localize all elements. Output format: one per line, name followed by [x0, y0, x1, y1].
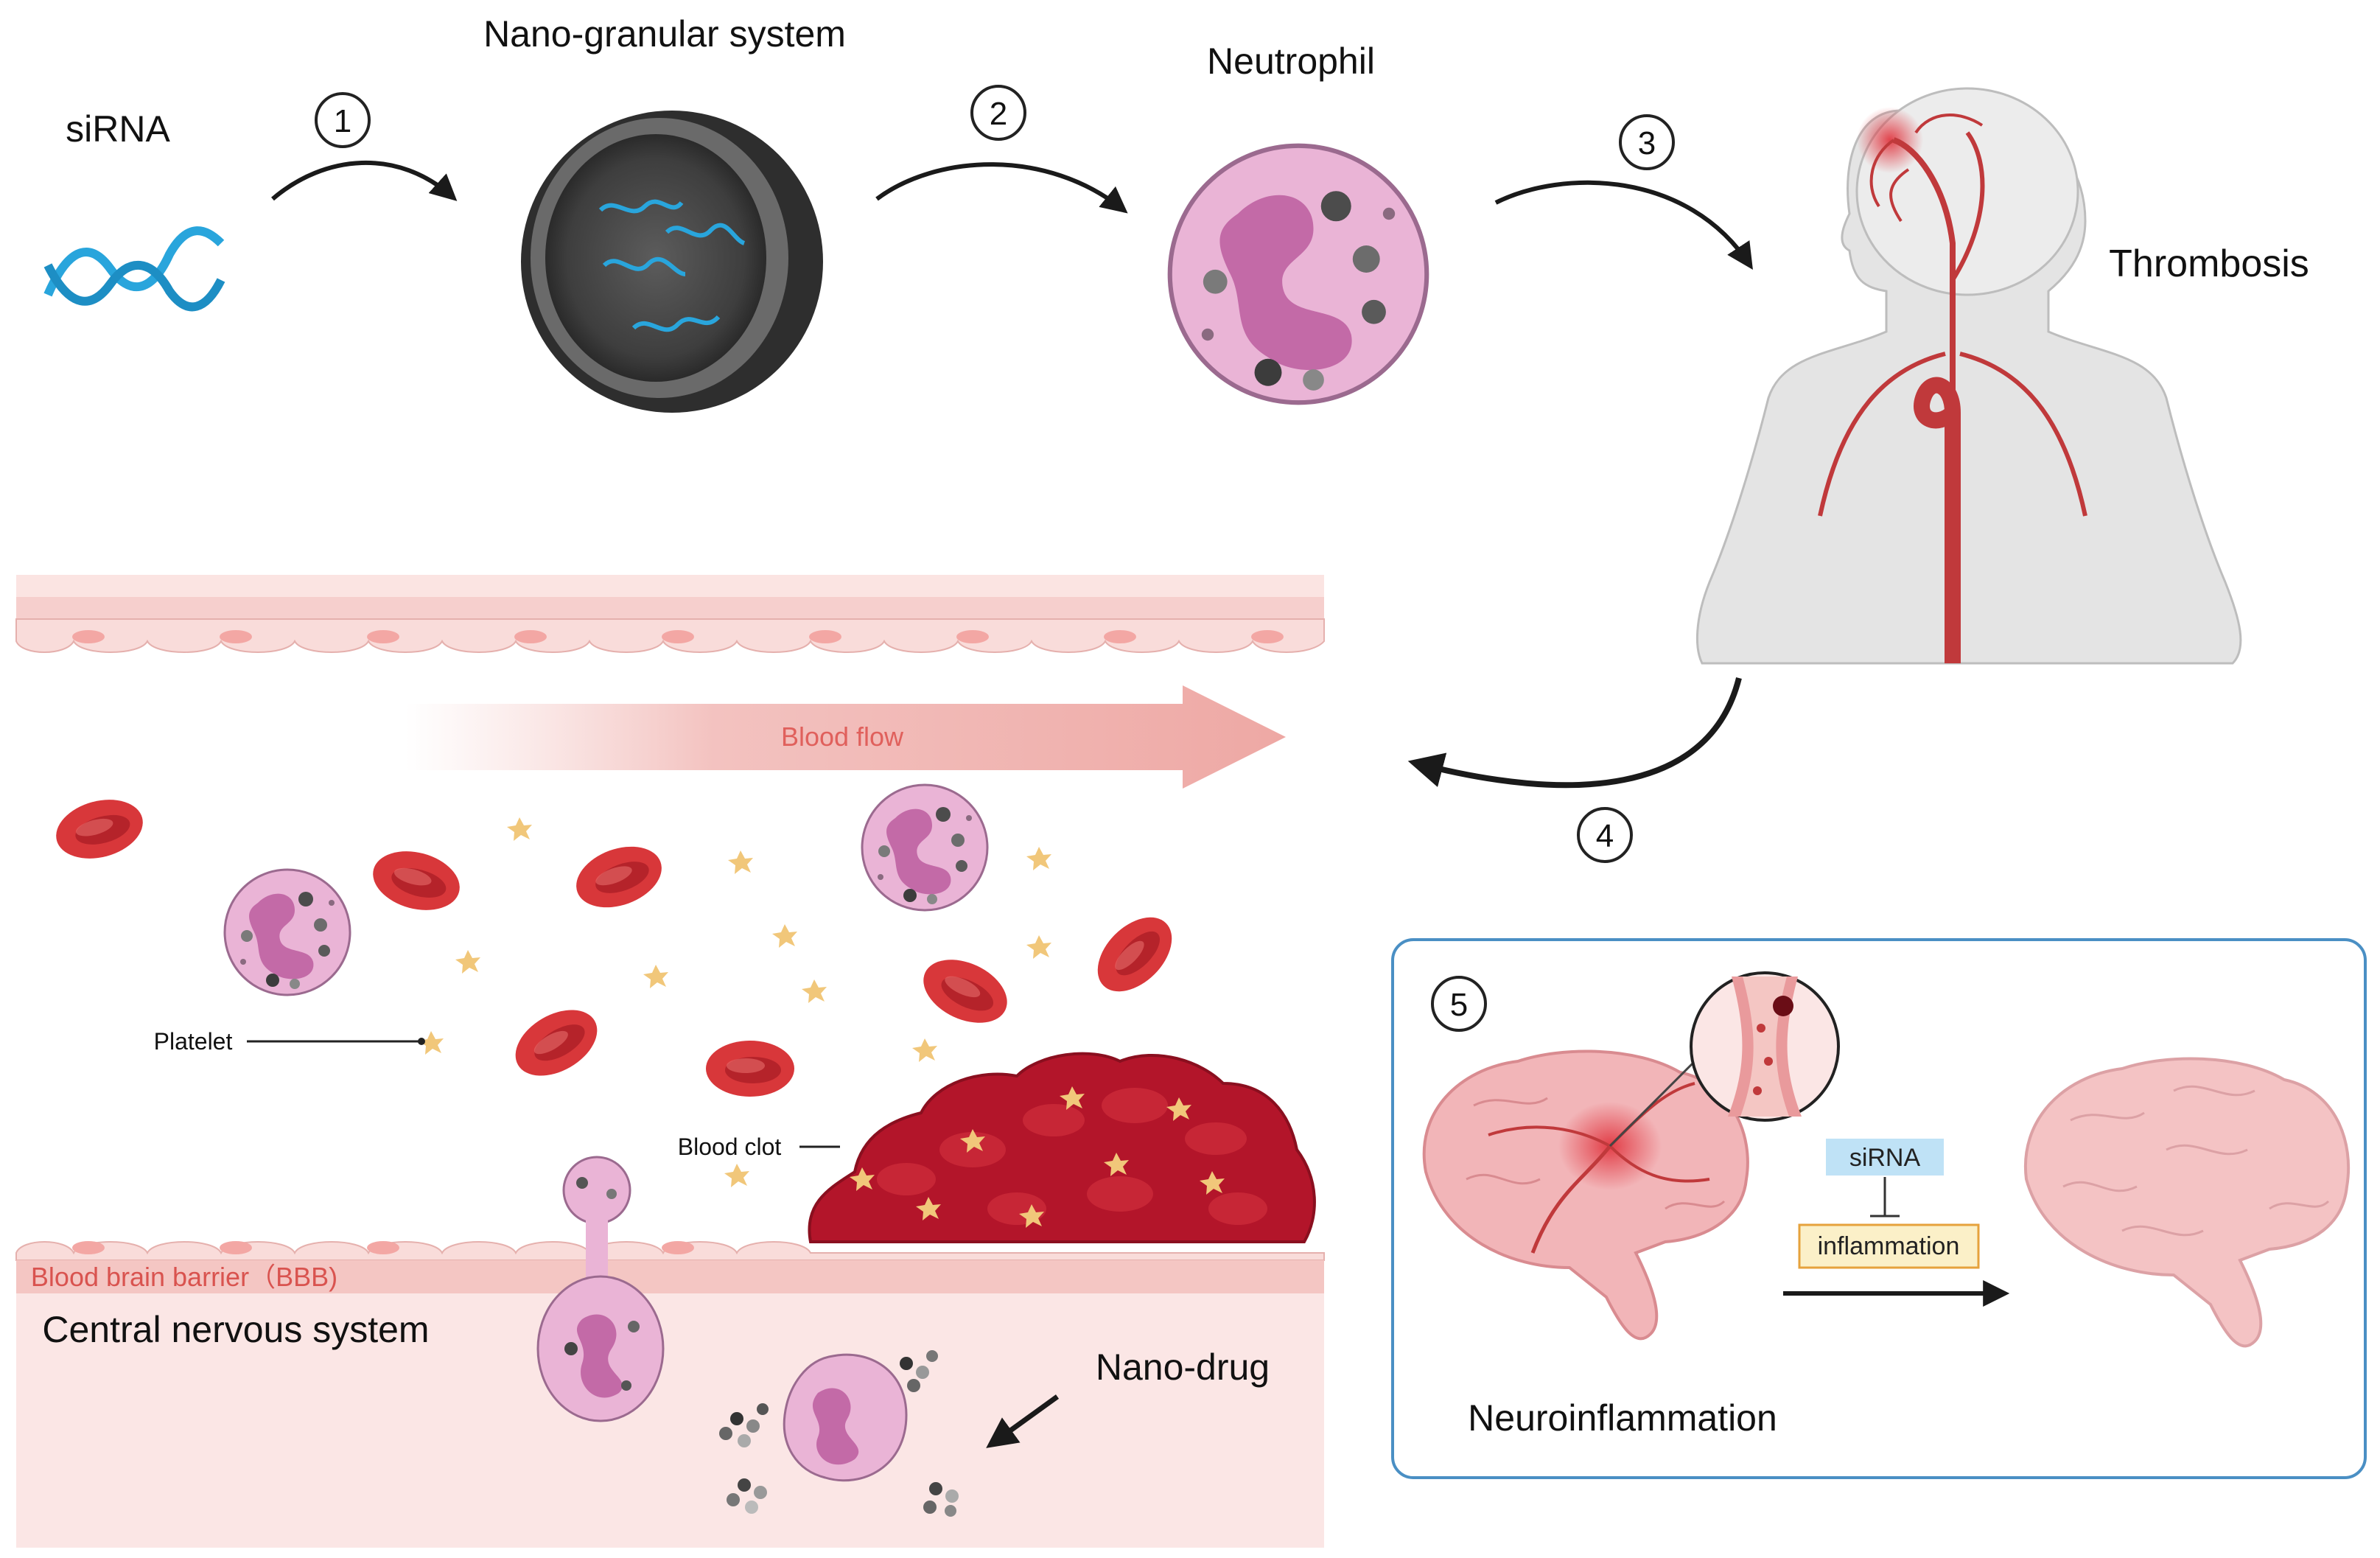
- arrow-step-1: [271, 161, 458, 201]
- red-blood-cell: [706, 1041, 794, 1097]
- step-3-badge: 3: [1619, 114, 1675, 170]
- nano-drug-neutrophil-icon: [719, 1350, 959, 1517]
- bbb-band: [16, 1260, 1324, 1293]
- step-2-number: 2: [990, 96, 1007, 132]
- panel-sirna-label: siRNA: [1849, 1144, 1921, 1172]
- platelet-label: Platelet: [154, 1028, 233, 1055]
- step-4-number: 4: [1596, 818, 1614, 854]
- step-1-badge: 1: [315, 92, 371, 148]
- cns-label: Central nervous system: [42, 1309, 429, 1350]
- blood-clot-label: Blood clot: [678, 1133, 782, 1160]
- blood-clot-icon: [808, 1052, 1316, 1243]
- bbb-label: Blood brain barrier（BBB): [31, 1262, 337, 1292]
- blood-vessel-magnifier-icon: [1690, 971, 1840, 1122]
- neutrophil-label: Neutrophil: [1207, 41, 1375, 82]
- step-5-number: 5: [1450, 987, 1468, 1023]
- healthy-brain-icon: [2023, 1057, 2351, 1348]
- nano-system-label: Nano-granular system: [483, 13, 846, 55]
- neuroinflammation-label: Neuroinflammation: [1468, 1397, 1777, 1439]
- neutrophil-in-vessel: [223, 868, 351, 996]
- blood-vessel-section: Blood flow Platelet: [15, 575, 1325, 1548]
- step-2-badge: 2: [970, 85, 1026, 141]
- neutrophil-in-vessel: [861, 783, 989, 912]
- magnifier-leader-line: [1609, 1060, 1696, 1147]
- step-5-badge: 5: [1431, 976, 1487, 1032]
- step-1-number: 1: [334, 103, 351, 139]
- human-body-icon: [1696, 87, 2242, 665]
- sirna-label: siRNA: [66, 108, 170, 150]
- neuroinflammation-panel: 5 siRNA inflammation: [1391, 938, 2367, 1479]
- transmigrating-neutrophil-icon: [536, 1156, 665, 1422]
- step-4-badge: 4: [1577, 807, 1633, 863]
- nano-drug-pointer-arrow: [986, 1394, 1060, 1448]
- step-3-number: 3: [1638, 125, 1656, 161]
- blood-flow-arrow: Blood flow: [405, 685, 1286, 789]
- cns-area: [16, 1293, 1324, 1548]
- platelet-leader-dot: [418, 1038, 425, 1045]
- nano-drug-particles: [719, 1350, 959, 1517]
- panel-inflammation-box: [1798, 1223, 1980, 1269]
- neutrophil-cell-icon: [1170, 146, 1427, 403]
- panel-sirna-box: [1826, 1139, 1944, 1176]
- nano-particle-icon: [521, 111, 823, 413]
- inflamed-brain-icon: [1422, 1049, 1749, 1341]
- sirna-dna-icon: [43, 226, 225, 312]
- arrow-step-3: [1494, 180, 1753, 270]
- panel-inflammation-label: inflammation: [1818, 1232, 1960, 1260]
- arrow-step-4: [1407, 677, 1742, 789]
- arrow-step-2: [875, 162, 1128, 214]
- endothelial-bottom-layer: [15, 1241, 1325, 1261]
- blood-flow-label: Blood flow: [781, 722, 904, 752]
- thrombosis-label: Thrombosis: [2109, 242, 2309, 285]
- endothelial-top-layer: [15, 618, 1325, 653]
- nano-drug-label: Nano-drug: [1096, 1346, 1270, 1388]
